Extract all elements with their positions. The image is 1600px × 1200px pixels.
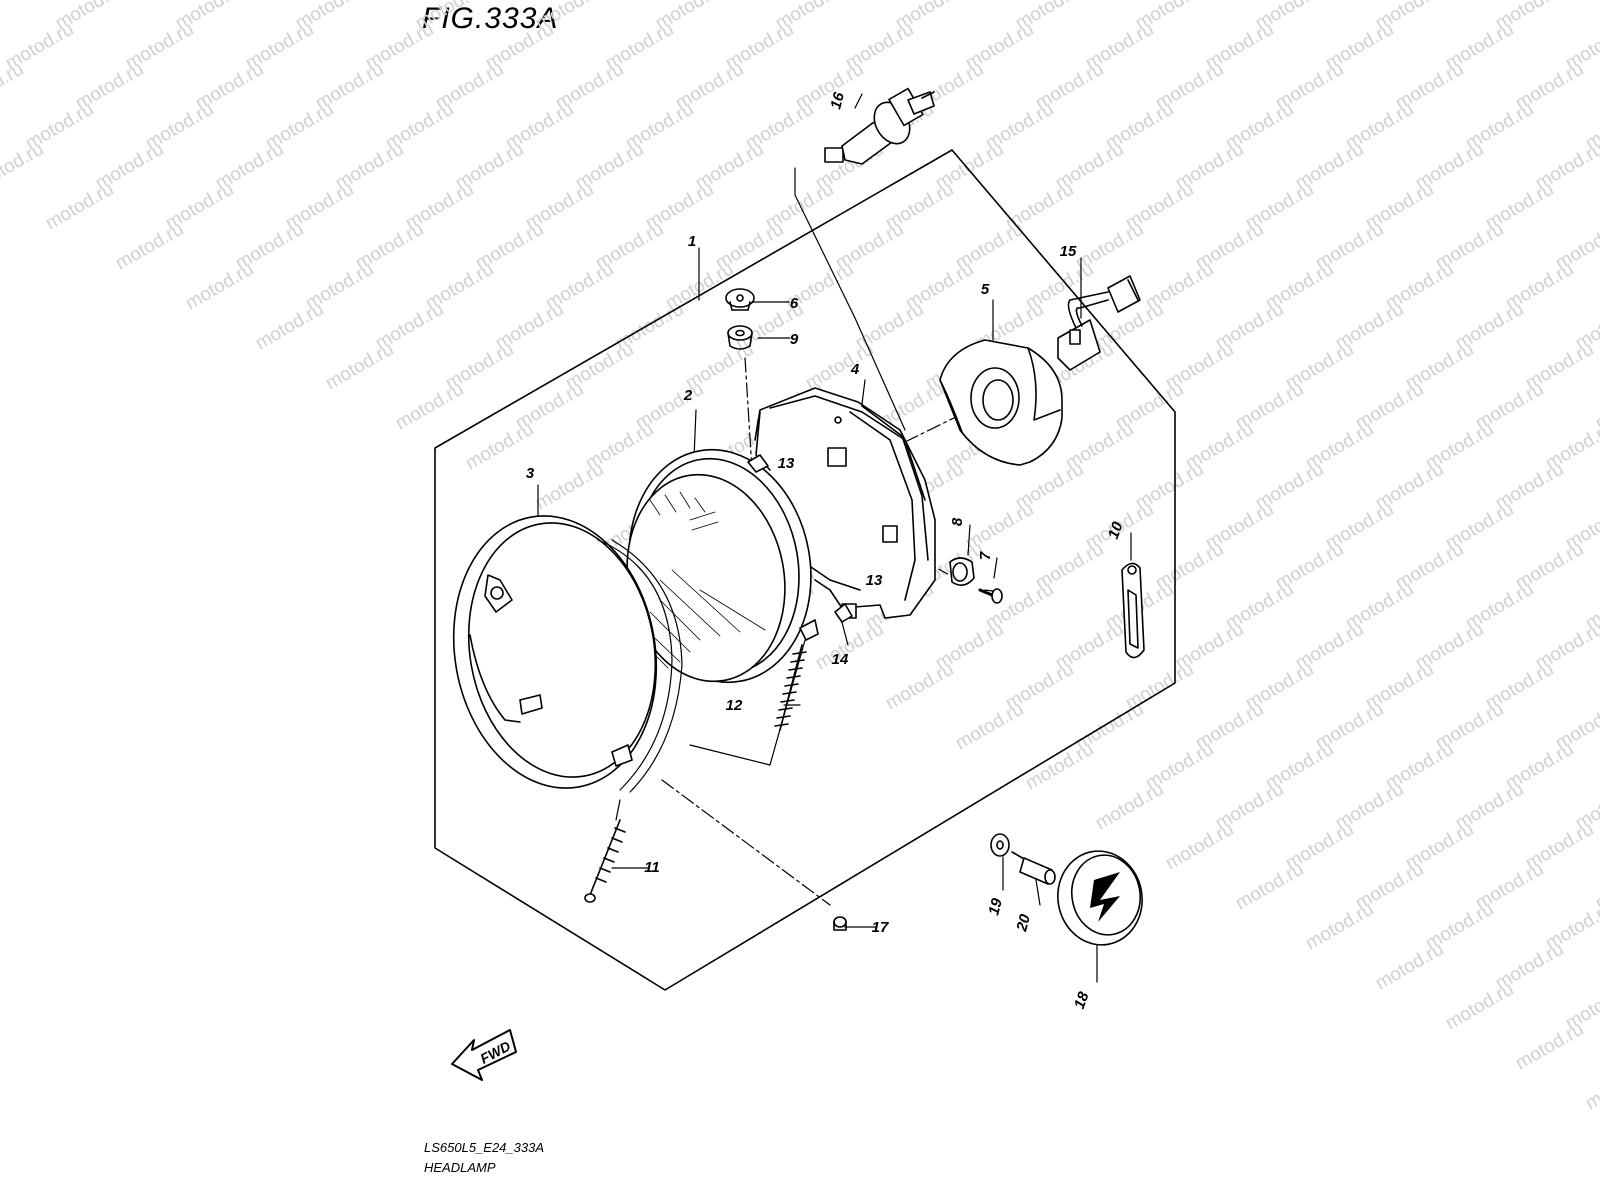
watermark-text: motod.ru	[0, 0, 7, 34]
callout-c8: 8	[949, 517, 966, 526]
callout-c1: 1	[688, 233, 696, 250]
watermark-text: motod.ru	[532, 459, 607, 515]
callout-c20: 20	[1013, 912, 1034, 934]
screw-part-11	[584, 819, 626, 903]
watermark-text: motod.ru	[952, 699, 1027, 755]
watermark-text: motod.ru	[42, 179, 117, 235]
callout-c6: 6	[790, 295, 799, 312]
socket-part-15	[1057, 275, 1141, 371]
watermark-text: motod.ru	[812, 619, 887, 675]
spring-part-12	[774, 644, 807, 731]
watermark-text: motod.ru	[112, 219, 187, 275]
watermark-text: motod.ru	[1162, 819, 1237, 875]
rim-part-3	[452, 515, 683, 793]
watermark-text: motod.ru	[392, 379, 467, 435]
watermark-text: motod.ru	[252, 299, 327, 355]
callout-c14: 14	[832, 651, 849, 668]
callout-c12: 12	[726, 697, 743, 714]
callout-c17: 17	[872, 919, 889, 936]
clip-nut-part-13-14	[834, 603, 853, 623]
watermark-text: motod.ru	[1372, 939, 1447, 995]
callout-c11: 11	[644, 859, 660, 876]
watermark-text: motod.ru	[182, 259, 257, 315]
watermark-text: motod.ru	[1232, 859, 1307, 915]
figure-title: FIG.333A	[422, 2, 559, 35]
callout-c5: 5	[981, 281, 990, 298]
watermark-text: motod.ru	[1582, 1059, 1600, 1115]
cushion-part-8	[949, 557, 975, 586]
callout-c4: 4	[850, 361, 860, 378]
watermark-text: motod.ru	[1442, 979, 1517, 1035]
watermark-text: motod.ru	[1022, 739, 1097, 795]
callout-c13a: 13	[778, 455, 795, 472]
callout-c15: 15	[1060, 243, 1077, 260]
spacer-part-20	[1011, 851, 1056, 885]
watermark-text: motod.ru	[1302, 899, 1377, 955]
watermark-text: motod.ru	[1092, 779, 1167, 835]
screw-part-17	[833, 916, 847, 931]
callout-c3: 3	[526, 465, 535, 482]
model-code: LS650L5_E24_333A	[424, 1140, 545, 1155]
assembly-frame	[434, 149, 1176, 991]
strap-part-10	[1121, 562, 1145, 659]
bulb-part-16	[824, 87, 935, 165]
diagram-name: HEADLAMP	[424, 1160, 496, 1175]
cover-part-5	[939, 339, 1063, 466]
watermark-text: motod.ru	[882, 659, 957, 715]
callout-c18: 18	[1071, 989, 1093, 1011]
callout-c7: 7	[977, 551, 994, 560]
screw-part-6	[725, 288, 755, 311]
lamp-unit-part-2	[626, 448, 819, 684]
callout-c19: 19	[985, 896, 1006, 917]
callout-c16: 16	[827, 90, 848, 111]
cushion-part-9	[727, 325, 753, 350]
callout-c2: 2	[683, 387, 693, 404]
watermark-text: motod.ru	[0, 139, 47, 195]
callout-c10: 10	[1105, 519, 1127, 541]
fwd-arrow-icon	[451, 1029, 517, 1081]
washer-part-19	[990, 833, 1010, 857]
emblem-part-18	[1057, 850, 1143, 946]
watermark-text: motod.ru	[322, 339, 397, 395]
watermark-text: motod.ru	[1512, 1019, 1587, 1075]
callout-c13b: 13	[866, 572, 883, 589]
screw-part-7	[978, 588, 1003, 604]
callout-c9: 9	[790, 331, 799, 348]
